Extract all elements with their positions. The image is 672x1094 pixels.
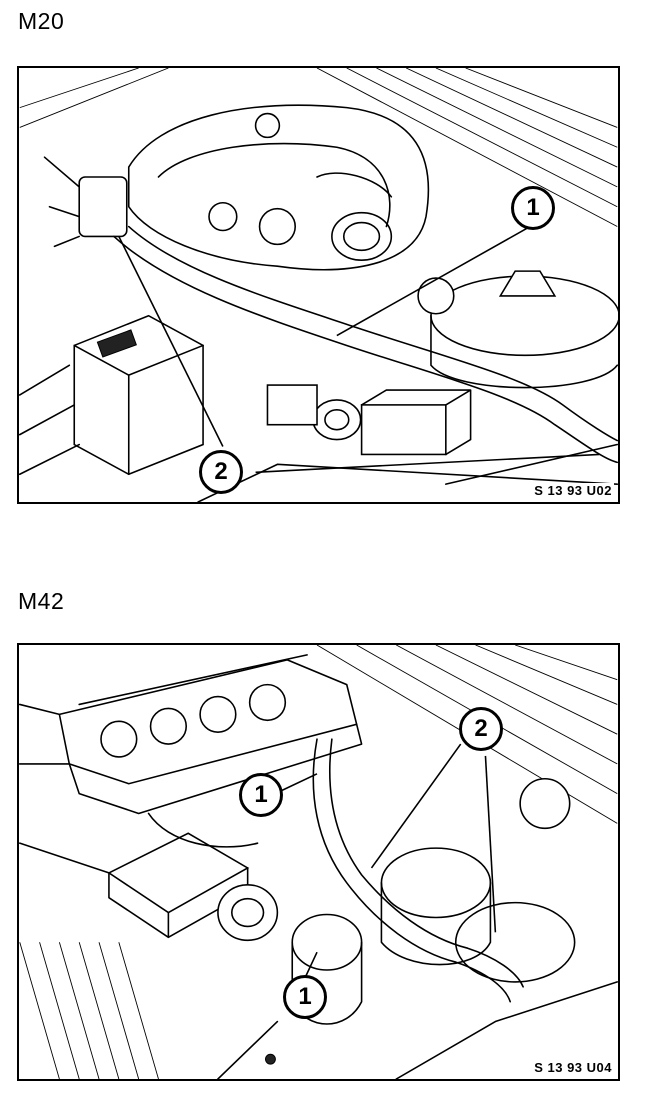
figure-code-m42: S 13 93 U04 <box>532 1060 614 1075</box>
callout-1-m20: 1 <box>511 186 555 230</box>
engine-illustration-m20: 1 2 S 13 93 U02 <box>17 66 620 504</box>
callout-2-m20: 2 <box>199 450 243 494</box>
engine-drawing-m42 <box>19 645 618 1079</box>
figure-label-m42: M42 <box>18 588 65 614</box>
callout-2-m42: 2 <box>459 707 503 751</box>
engine-drawing-m20 <box>19 68 618 502</box>
figure-code-m20: S 13 93 U02 <box>532 483 614 498</box>
callout-1-m42-lower: 1 <box>283 975 327 1019</box>
callout-1-m42-upper: 1 <box>239 773 283 817</box>
engine-illustration-m42: 2 1 1 S 13 93 U04 <box>17 643 620 1081</box>
figure-label-m20: M20 <box>18 8 65 34</box>
